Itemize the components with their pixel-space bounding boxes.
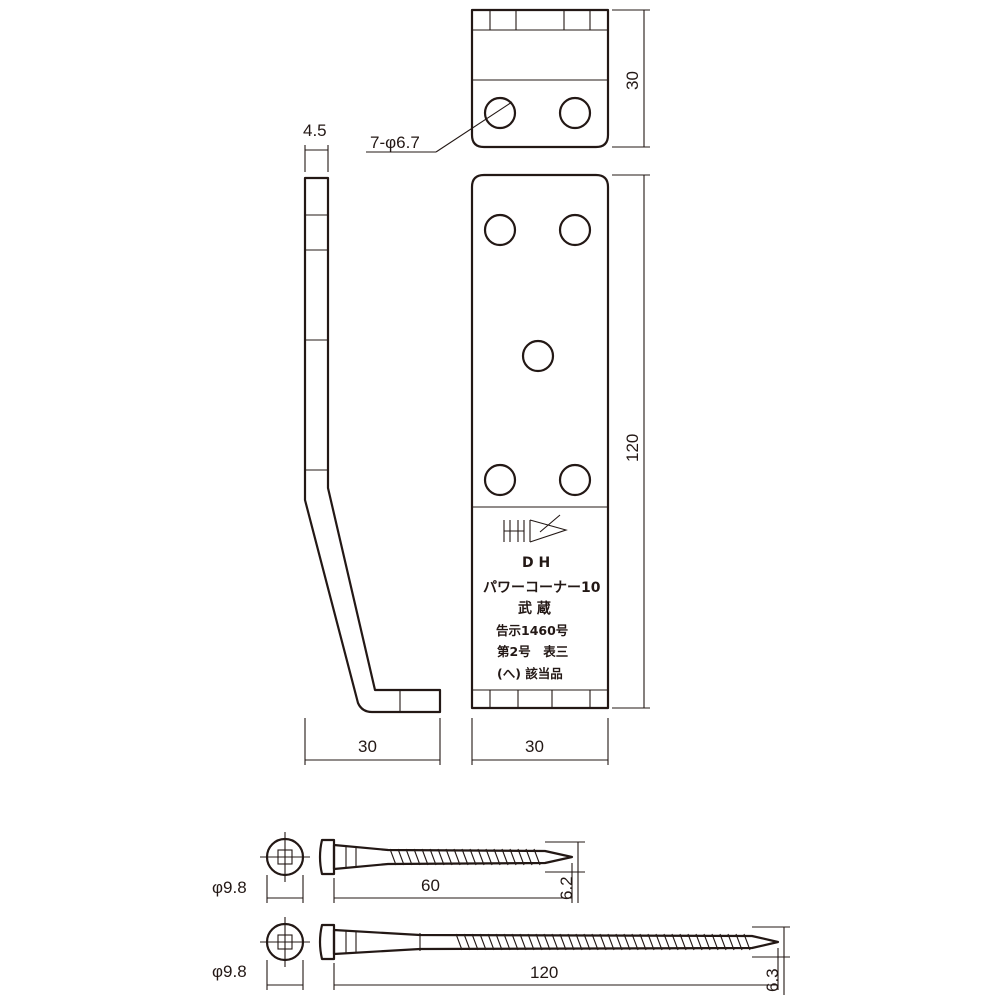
dim-side-width-label: 30 [358, 737, 377, 756]
dh-logo [503, 514, 568, 543]
dim-front-width-label: 30 [525, 737, 544, 756]
hole-spec-label: 7-φ6.7 [370, 133, 420, 152]
top-hole-right [558, 96, 592, 130]
top-plate [470, 8, 610, 149]
front-plate [470, 173, 610, 710]
top-hole-left [483, 96, 517, 130]
screw2-dia-label: 6.3 [763, 968, 782, 992]
front-hole-2 [558, 213, 592, 247]
front-hole-1 [483, 213, 517, 247]
stamp-notice1: 告示1460号 [496, 623, 568, 638]
front-hole-5 [558, 463, 592, 497]
dim-thickness-label: 4.5 [303, 121, 327, 140]
screw1-dia-label: 6.2 [557, 876, 576, 900]
screw1-length-label: 60 [421, 876, 440, 895]
screw-60: φ9.8 60 6.2 [212, 832, 585, 903]
dim-front-width: 30 [471, 718, 609, 765]
stamp-text: D H パワーコーナー10 武 蔵 告示1460号 第2号 表三 (へ) 該当品 [483, 555, 601, 681]
dim-side-width: 30 [304, 718, 441, 765]
screw2-length-label: 120 [530, 963, 558, 982]
screw1-head-label: φ9.8 [212, 878, 247, 897]
stamp-approval: (へ) 該当品 [497, 666, 563, 681]
front-hole-3 [521, 339, 555, 373]
stamp-maker: 武 蔵 [518, 600, 551, 617]
stamp-product: パワーコーナー10 [483, 580, 601, 596]
stamp-notice2: 第2号 表三 [497, 644, 568, 659]
dim-main-height: 120 [612, 174, 650, 709]
side-profile [303, 176, 442, 714]
front-hole-4 [483, 463, 517, 497]
stamp-brand: D H [522, 555, 550, 571]
screw2-head-label: φ9.8 [212, 962, 247, 981]
dim-thickness: 4.5 [303, 121, 329, 172]
dim-top-height: 30 [612, 9, 650, 148]
screw-120: φ9.8 120 6.3 [212, 917, 790, 995]
dim-top-height-label: 30 [623, 71, 642, 90]
hole-callout: 7-φ6.7 [366, 101, 513, 153]
dim-main-height-label: 120 [623, 434, 642, 462]
